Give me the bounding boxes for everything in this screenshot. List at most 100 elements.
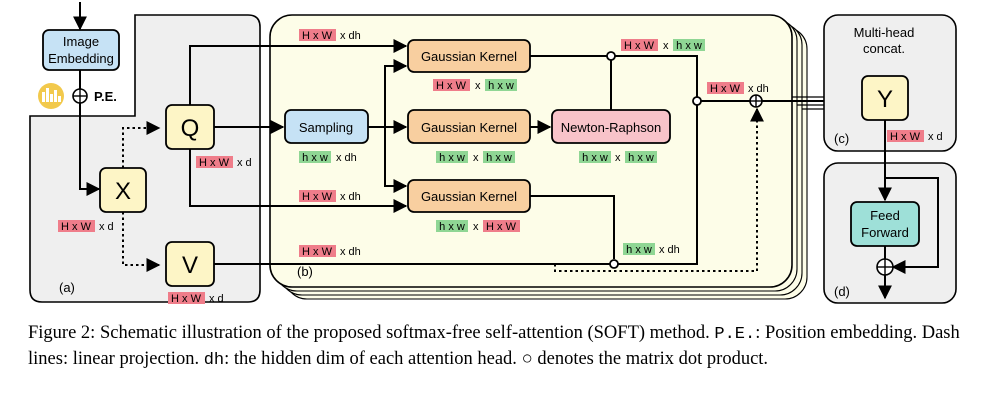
v-label: V: [182, 252, 198, 279]
dim-tag-newton-hw2: [625, 151, 657, 163]
gaussian-kernel-top: Gaussian Kernel: [407, 39, 531, 73]
dim-text-newton-hw2: h x w: [628, 152, 654, 164]
bottom-kernel-to-product2-line: [530, 195, 615, 259]
dim-text-v-line-hw: H x W: [302, 246, 333, 258]
multihead-concat-line2: concat.: [863, 41, 905, 56]
dim-text-q-top-hw: H x W: [302, 30, 333, 42]
dim-tag-prod1-hw-small: [673, 39, 705, 51]
x-to-q-projection: [122, 121, 161, 168]
dim-text-prod1-hw: H x W: [624, 40, 655, 52]
pe-adder-icon: [72, 88, 88, 104]
dim-text-y-xd: x d: [928, 131, 943, 143]
caption-part-2: : Position embedding. Dash lines: linear…: [28, 323, 960, 369]
dim-text-v-line-xdh: x dh: [340, 246, 361, 258]
dim-text-topk-hw: H x W: [436, 80, 467, 92]
dim-text-midk-hw2: h x w: [486, 152, 512, 164]
dim-text-prod1-hw-small: h x w: [676, 40, 702, 52]
panel-b-label: (b): [297, 264, 313, 279]
position-embedding-icon: [38, 83, 64, 109]
dim-text-sampling-xdh: x dh: [336, 152, 357, 164]
soft-attention-diagram: Image Embedding P.E. X Q V Sampling Gaus…: [29, 2, 957, 305]
dim-text-v-hw: H x W: [171, 293, 202, 305]
x-box: X: [99, 167, 147, 213]
dim-text-q-xd: x d: [237, 157, 252, 169]
x-to-v-projection: [122, 212, 161, 272]
dim-text-prod1-x: x: [663, 40, 669, 52]
dim-text-v-xd: x d: [209, 293, 224, 305]
final-adder-icon: [876, 258, 894, 276]
dim-text-prod3-xdh: x dh: [748, 83, 769, 95]
dim-tag-topk-hw-small: [485, 79, 517, 91]
sampling-to-top-kernel-line: [384, 59, 408, 127]
gaussian-kernel-top-label: Gaussian Kernel: [421, 49, 517, 64]
feedforward-residual-line: [885, 177, 939, 274]
connections: [73, 2, 939, 300]
product2-to-product3-line: [618, 105, 698, 265]
q-box: Q: [165, 104, 215, 150]
dimension-tags: H x W x dh H x W x h x w H x W x h x w H…: [58, 29, 943, 305]
panel-b-background: [269, 14, 793, 288]
residual-adder-icon: [749, 94, 763, 108]
gaussian-kernel-bottom: Gaussian Kernel: [407, 179, 531, 213]
dim-tag-y-hw: [887, 130, 924, 142]
dim-text-q-hw: H x W: [199, 157, 230, 169]
feed-forward-box: Feed Forward: [850, 201, 920, 247]
dim-tag-topk-hw: [433, 79, 470, 91]
dot-product-3-icon: [692, 96, 702, 106]
caption-dh-mono: dh: [203, 351, 225, 370]
dim-text-botk-hw: h x w: [439, 221, 465, 233]
panel-d-label: (d): [834, 284, 850, 299]
sampling-label: Sampling: [299, 120, 353, 135]
dim-text-midk-hw1: h x w: [439, 152, 465, 164]
dim-tag-prod3-hw: [707, 82, 744, 94]
dim-text-topk-x: x: [475, 80, 481, 92]
dim-text-newton-x: x: [615, 152, 621, 164]
dim-text-midk-x: x: [473, 152, 479, 164]
dim-tag-v-hw: [168, 292, 205, 304]
dim-text-q-bottom-xdh: x dh: [340, 191, 361, 203]
sampling-to-bottom-kernel-line: [384, 127, 408, 193]
dim-tag-newton-hw1: [579, 151, 611, 163]
dim-tag-botk-hw: [436, 220, 468, 232]
y-label: Y: [877, 86, 893, 113]
caption-pe-mono: P.E.: [714, 325, 756, 344]
dim-tag-prod2-hw: [623, 243, 655, 255]
panel-a-label: (a): [59, 280, 75, 295]
multihead-concat-line1: Multi-head: [854, 25, 915, 40]
dim-text-prod2-xdh: x dh: [659, 244, 680, 256]
dim-text-x-xd: x d: [99, 221, 114, 233]
product1-to-product3-line: [615, 55, 698, 97]
dim-tag-sampling-hw: [299, 151, 331, 163]
dim-text-q-top-xdh: x dh: [340, 30, 361, 42]
pe-label: P.E.: [94, 89, 117, 104]
dim-text-prod3-hw: H x W: [710, 83, 741, 95]
caption-part-1: Figure 2: Schematic illustration of the …: [28, 323, 715, 343]
y-box: Y: [861, 75, 909, 121]
dim-tag-botk-HW: [483, 220, 520, 232]
v-box: V: [165, 241, 215, 287]
dot-product-1-icon: [606, 51, 616, 61]
dim-tag-x-hw: [58, 220, 95, 232]
embedding-to-x-line: [79, 70, 101, 196]
caption-part-4: denotes the matrix dot product.: [532, 349, 769, 369]
dim-text-botk-x: x: [473, 221, 479, 233]
x-label: X: [115, 178, 131, 205]
dim-tag-prod1-hw: [621, 39, 658, 51]
newton-raphson-box: Newton-Raphson: [551, 109, 671, 144]
q-label: Q: [181, 115, 200, 142]
dim-text-prod2-hw: h x w: [626, 244, 652, 256]
q-to-top-kernel-line: [189, 39, 408, 108]
dim-text-botk-HW: H x W: [486, 221, 517, 233]
dim-text-x-hw: H x W: [61, 221, 92, 233]
figure-caption: Figure 2: Schematic illustration of the …: [28, 321, 988, 373]
dim-tag-q-bottom-hw: [299, 190, 336, 202]
panel-c-label: (c): [834, 131, 849, 146]
dim-tag-q-top-hw: [299, 29, 336, 41]
dim-text-newton-hw1: h x w: [582, 152, 608, 164]
panel-b-stack: [269, 14, 808, 300]
sampling-box: Sampling: [284, 109, 369, 144]
newton-raphson-label: Newton-Raphson: [561, 120, 661, 135]
caption-part-3: : the hidden dim of each attention head.: [224, 349, 522, 369]
dim-text-sampling-hw: h x w: [302, 152, 328, 164]
gaussian-kernel-middle-label: Gaussian Kernel: [421, 120, 517, 135]
